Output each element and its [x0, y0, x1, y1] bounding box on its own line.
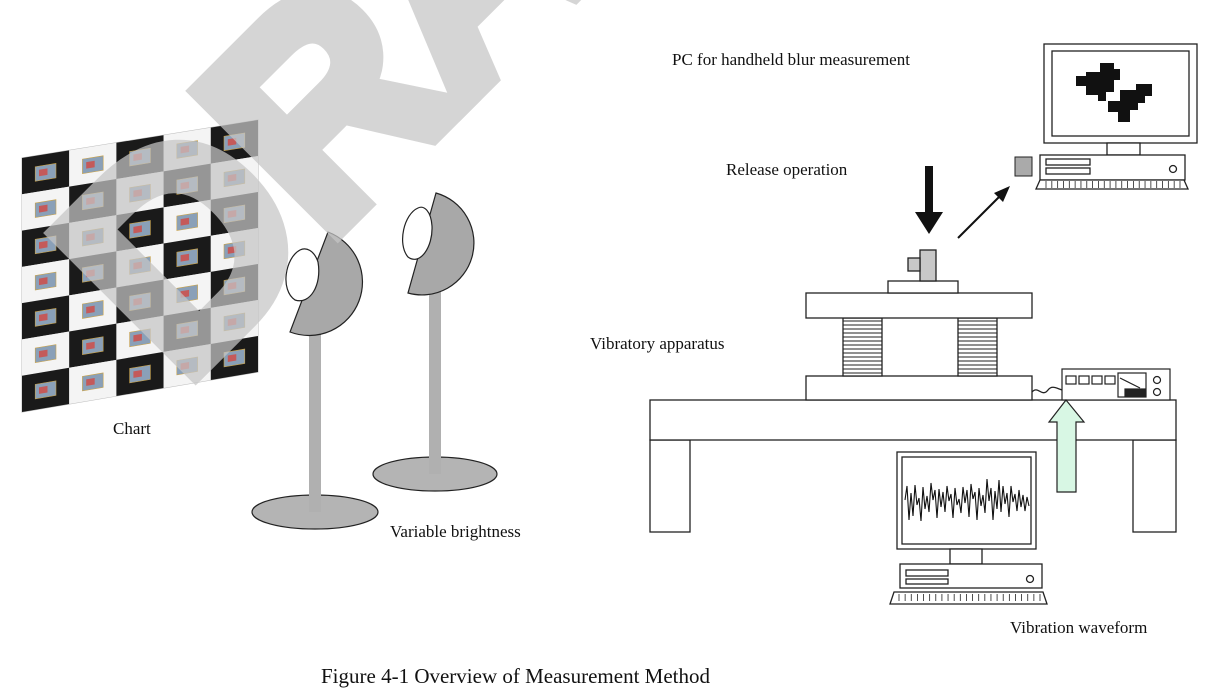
test-chart: [21, 119, 259, 413]
lamp-right: [372, 192, 498, 492]
release-arrow: [915, 166, 943, 234]
vibratory-apparatus: [805, 249, 1063, 401]
lamp-right-bulb: [402, 206, 433, 260]
controller-unit: [1061, 368, 1171, 401]
pc-blur-measurement: [1034, 43, 1198, 190]
label-release-operation: Release operation: [726, 160, 848, 179]
vibrator-top-plate: [805, 292, 1033, 319]
wave-pc-keyboard: [889, 591, 1048, 605]
lamp-left-shade: [289, 231, 364, 337]
camera-mount: [887, 280, 959, 294]
signal-arrow-up: [1047, 399, 1086, 493]
pc-keyboard: [1034, 179, 1190, 190]
label-vibration-waveform: Vibration waveform: [1010, 618, 1148, 637]
camera-under-test: [907, 249, 937, 282]
pc-vibration-waveform: [889, 451, 1048, 605]
checkerboard-pattern: [22, 120, 258, 412]
lamp-left-bulb: [285, 248, 320, 302]
label-vibratory-apparatus: Vibratory apparatus: [590, 334, 725, 353]
storage-card: [1014, 156, 1033, 177]
blur-pattern-icon: [1076, 63, 1152, 122]
table-top: [649, 399, 1177, 441]
table-leg-right: [1132, 439, 1177, 533]
table: [649, 399, 1177, 533]
lamp-left-stand: [309, 322, 321, 512]
figure-caption: Figure 4-1 Overview of Measurement Metho…: [321, 664, 710, 688]
wave-monitor-screen: [901, 456, 1032, 545]
spring-left: [842, 317, 883, 377]
lamp-left: [251, 231, 379, 530]
table-leg-left: [649, 439, 691, 533]
waveform-trace: [904, 478, 1030, 522]
label-chart: Chart: [113, 419, 151, 438]
data-arrow-to-pc: [957, 186, 1010, 239]
lamp-right-shade: [407, 192, 475, 296]
vibrator-bottom-plate: [805, 375, 1033, 401]
spring-right: [957, 317, 998, 377]
label-pc: PC for handheld blur measurement: [672, 50, 910, 69]
lamp-right-stand: [429, 290, 441, 474]
cable: [1031, 386, 1063, 394]
label-variable-brightness: Variable brightness: [390, 522, 521, 541]
